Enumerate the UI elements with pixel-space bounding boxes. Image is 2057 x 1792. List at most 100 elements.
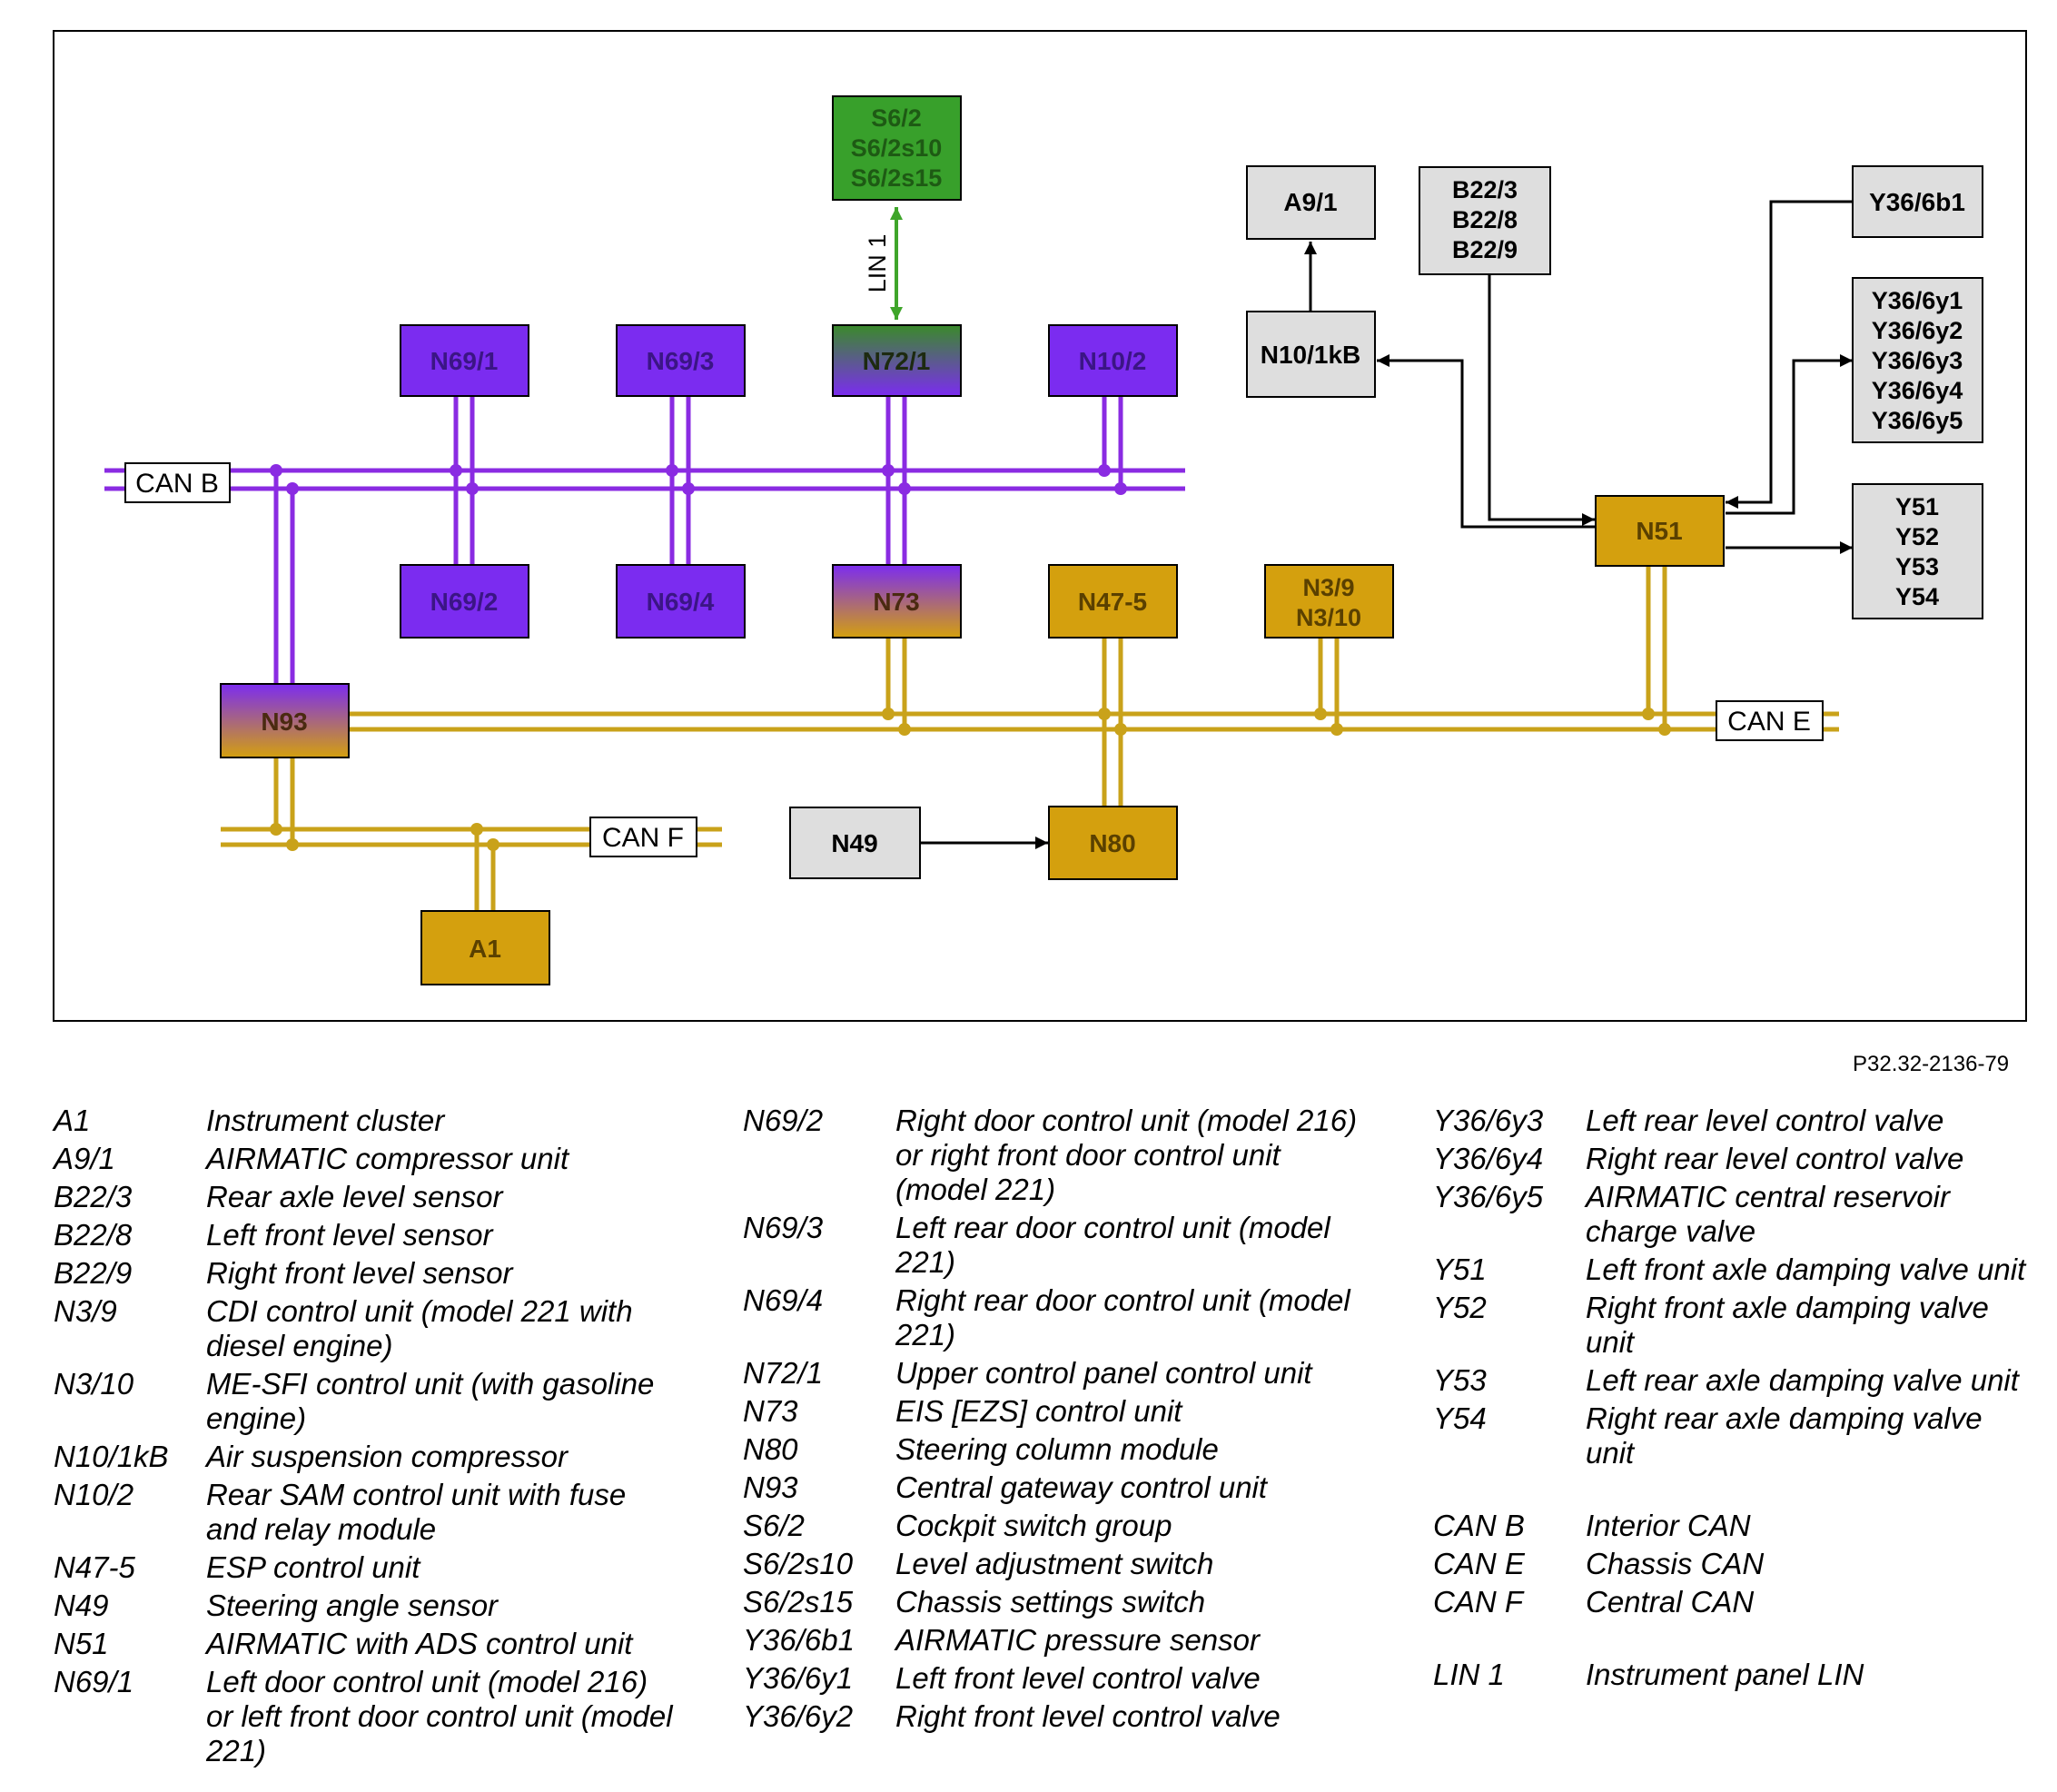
can-e-junctions: [882, 708, 1671, 736]
legend-code: S6/2: [743, 1509, 805, 1542]
legend-description: Right door control unit (model 216) or r…: [895, 1104, 1358, 1206]
n69-4-label: N69/4: [647, 588, 715, 616]
legend-item: Y52 Right front axle damping valve unit: [1433, 1291, 2032, 1360]
legend-description: AIRMATIC pressure sensor: [895, 1623, 1260, 1657]
legend-description: AIRMATIC compressor unit: [206, 1142, 569, 1175]
n51-label: N51: [1636, 517, 1682, 545]
legend-code: N3/9: [54, 1294, 117, 1328]
can-b-bus: [104, 396, 1185, 684]
legend-description: Rear SAM control unit with fuse and rela…: [206, 1478, 627, 1546]
legend-description: Central CAN: [1586, 1585, 1755, 1619]
legend-item: S6/2s10 Level adjustment switch: [743, 1547, 1379, 1581]
legend-code: S6/2s15: [743, 1585, 854, 1619]
legend-description: Left front level control valve: [895, 1661, 1261, 1695]
legend-description: Air suspension compressor: [206, 1440, 568, 1473]
legend-description: Right front level control valve: [895, 1699, 1281, 1733]
legend-code: N72/1: [743, 1356, 824, 1390]
legend-description: Right front axle damping valve unit: [1586, 1291, 1989, 1359]
legend-description: Interior CAN: [1586, 1509, 1751, 1542]
legend-code: N69/3: [743, 1211, 824, 1244]
legend-spacer: [1433, 1474, 2032, 1509]
n72-1-box: N72/1: [832, 324, 962, 397]
can-b-junctions: [270, 464, 1127, 495]
legend-code: N51: [54, 1627, 109, 1660]
y52-label: Y52: [1895, 523, 1939, 550]
legend-description: Right rear axle damping valve unit: [1586, 1401, 1983, 1470]
y54-label: Y54: [1895, 583, 1939, 610]
legend-code: Y51: [1433, 1252, 1487, 1286]
legend-description: Left door control unit (model 216) or le…: [206, 1665, 673, 1767]
network-diagram: LIN 1 CAN B CAN E CAN F S6/2 S6/2s10 S6/…: [53, 30, 2027, 1022]
legend-code: A9/1: [54, 1142, 115, 1175]
n10-1kb-box: N10/1kB: [1246, 311, 1376, 398]
legend-item: Y54 Right rear axle damping valve unit: [1433, 1401, 2032, 1470]
legend-code: Y36/6y5: [1433, 1180, 1544, 1213]
diagram-frame: [53, 30, 2027, 1022]
legend-description: Instrument cluster: [206, 1104, 445, 1137]
n80-box: N80: [1048, 806, 1178, 880]
legend-code: N93: [743, 1470, 798, 1504]
y36-6y1-label: Y36/6y1: [1872, 287, 1963, 314]
y36-6b1-label: Y36/6b1: [1869, 188, 1965, 216]
legend-code: Y36/6y4: [1433, 1142, 1544, 1175]
legend-description: CDI control unit (model 221 with diesel …: [206, 1294, 633, 1362]
legend-description: Right rear door control unit (model 221): [895, 1283, 1350, 1351]
legend-code: LIN 1: [1433, 1658, 1505, 1691]
legend-item: CAN B Interior CAN: [1433, 1509, 2032, 1543]
s6-2-label: S6/2: [871, 104, 922, 132]
legend-description: Level adjustment switch: [895, 1547, 1214, 1580]
n10-2-box: N10/2: [1048, 324, 1178, 397]
legend-code: N80: [743, 1432, 798, 1466]
legend-code: Y52: [1433, 1291, 1487, 1324]
legend-description: Instrument panel LIN: [1586, 1658, 1864, 1691]
legend-item: N69/3 Left rear door control unit (model …: [743, 1211, 1379, 1280]
lin-1-label: LIN 1: [864, 234, 891, 293]
n49-box: N49: [789, 807, 921, 879]
legend-code: S6/2s10: [743, 1547, 854, 1580]
n73-label: N73: [873, 588, 919, 616]
legend-code: Y54: [1433, 1401, 1487, 1435]
n69-2-label: N69/2: [430, 588, 499, 616]
legend-code: N10/2: [54, 1478, 134, 1511]
legend-code: N69/1: [54, 1665, 134, 1698]
n93-label: N93: [261, 708, 307, 736]
legend-description: Left rear door control unit (model 221): [895, 1211, 1330, 1279]
n69-3-box: N69/3: [616, 324, 746, 397]
legend-spacer: [1433, 1623, 2032, 1658]
n49-label: N49: [831, 829, 877, 857]
legend-description: Left front axle damping valve unit: [1586, 1252, 2026, 1286]
a1-label: A1: [469, 935, 501, 963]
legend-description: ESP control unit: [206, 1550, 420, 1584]
legend-code: N3/10: [54, 1367, 134, 1401]
y36-6y-box: Y36/6y1 Y36/6y2 Y36/6y3 Y36/6y4 Y36/6y5: [1852, 277, 1983, 443]
n69-2-box: N69/2: [400, 564, 529, 639]
legend-code: CAN B: [1433, 1509, 1525, 1542]
figure-reference: P32.32-2136-79: [1853, 1052, 2010, 1076]
n3-9-box: N3/9 N3/10: [1264, 564, 1394, 639]
a9-1-box: A9/1: [1246, 165, 1376, 240]
legend-description: Central gateway control unit: [895, 1470, 1268, 1504]
legend-code: CAN E: [1433, 1547, 1525, 1580]
legend-code: N10/1kB: [54, 1440, 169, 1473]
